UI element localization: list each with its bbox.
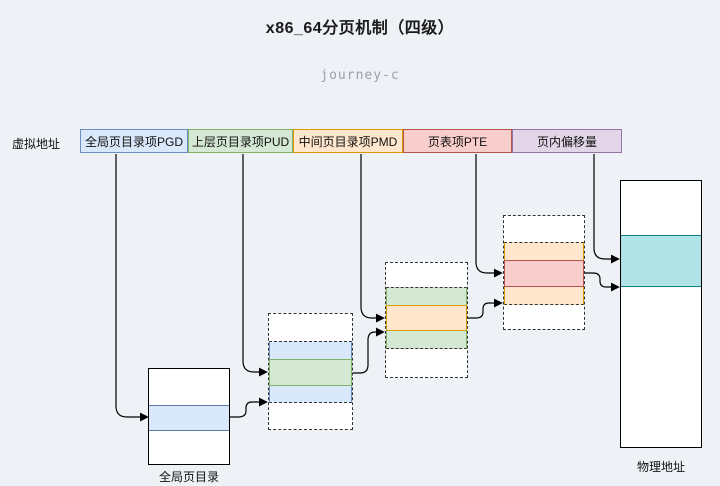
pmd-entry-highlight [386,305,467,331]
pgd-table-label: 全局页目录 [158,470,219,484]
diagram-title: x86_64分页机制（四级） [265,20,455,37]
pud-row-lower [269,386,352,403]
pmd-row-lower [386,331,467,349]
pte-row-lower [504,287,584,305]
arrow-pmd-header-to-table [360,154,385,323]
field-box-pud: 上层页目录项PUD [188,129,293,153]
pmd-table [385,262,468,378]
arrow-pte-header-to-table [475,154,503,278]
pte-entry-highlight [504,260,584,287]
pud-table [268,313,353,430]
pmd-row-upper [386,287,467,305]
field-box-pgd: 全局页目录项PGD [80,129,188,153]
arrow-offset-to-physical [593,154,620,264]
arrow-pgd-to-pud [230,397,268,418]
physical-address-table [620,180,702,448]
arrow-pmd-to-pte [468,298,503,319]
field-box-pte: 页表项PTE [403,129,512,153]
watermark-author: journey-c [320,68,400,83]
pgd-table [148,368,230,465]
field-box-offset: 页内偏移量 [512,129,622,153]
pud-entry-highlight [269,359,352,386]
arrow-pgd-header-to-table [115,154,149,422]
pte-table [503,215,585,330]
pgd-entry-highlight [149,405,229,431]
arrow-pte-to-physical [585,272,620,292]
physical-page-frame-highlight [621,235,701,287]
physical-address-label: 物理地址 [636,460,685,474]
pud-row-upper [269,341,352,359]
arrow-pud-to-pmd [353,327,385,374]
field-box-pmd: 中间页目录项PMD [293,129,403,153]
virtual-address-label: 虚拟地址 [12,137,61,151]
pte-row-upper [504,242,584,260]
arrow-pud-header-to-table [242,154,268,377]
